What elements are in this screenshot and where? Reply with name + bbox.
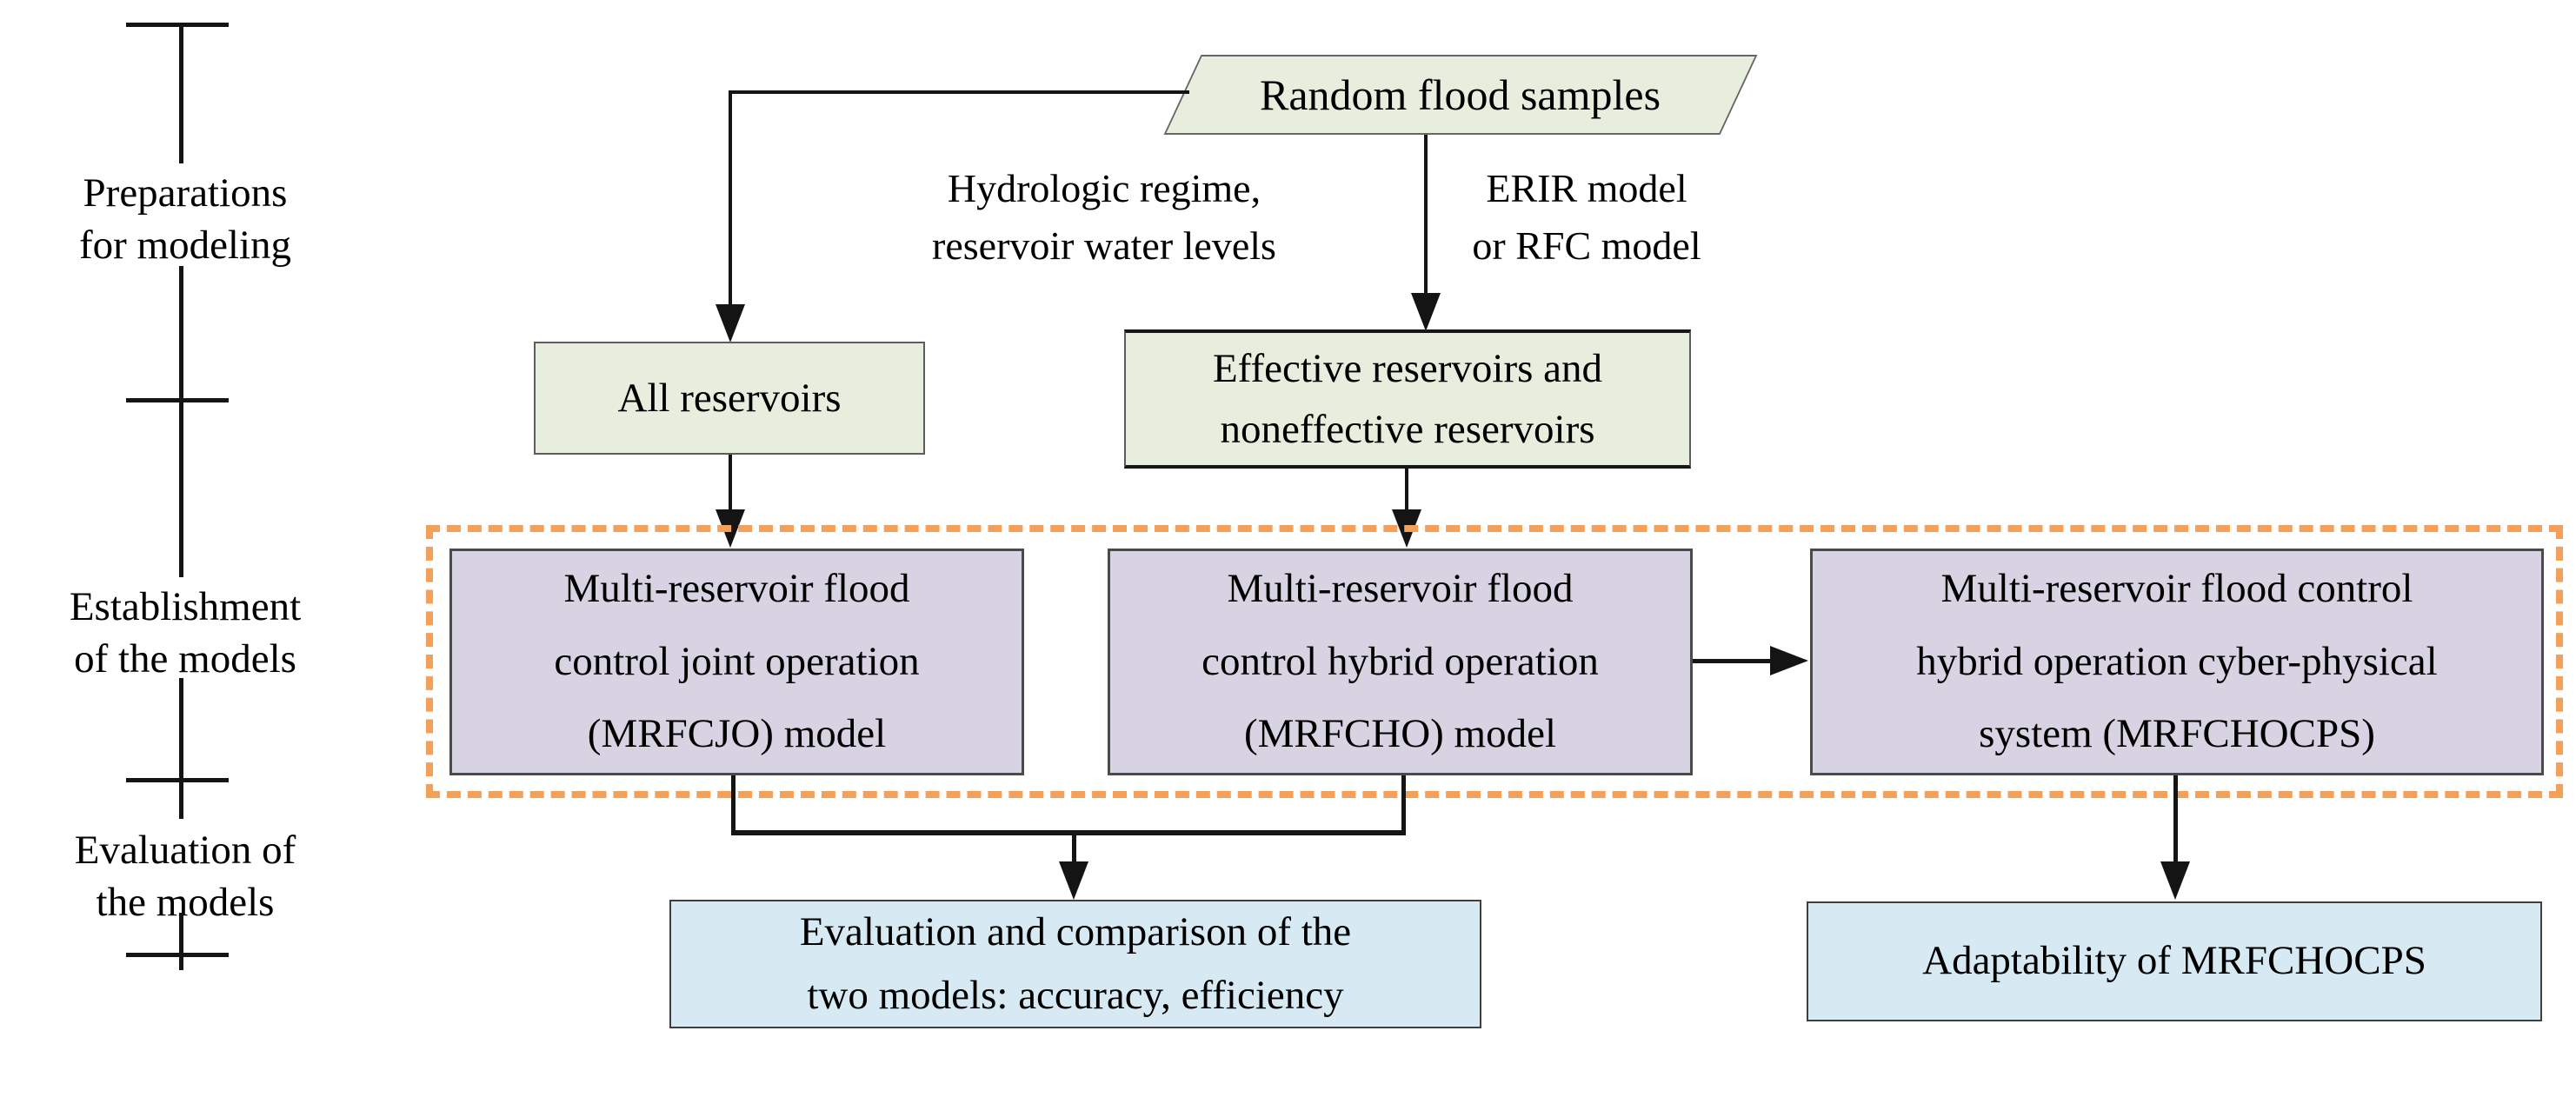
node-adaptability: Adaptability of MRFCHOCPS [1807, 901, 2542, 1021]
edge-label-line: ERIR model [1486, 166, 1687, 210]
node-label-line: hybrid operation cyber-physical [1916, 638, 2438, 684]
stage-label-line: Establishment [69, 584, 302, 629]
node-label-line: Multi-reservoir flood [1227, 566, 1574, 612]
node-label-line: two models: accuracy, efficiency [807, 973, 1344, 1018]
timeline-cap-top [126, 23, 229, 27]
node-random-flood-samples: Random flood samples [1163, 55, 1758, 135]
connector-mrfcho-to-mrfchocps [1693, 659, 1774, 663]
node-effective-reservoirs: Effective reservoirs and noneffective re… [1124, 329, 1691, 469]
timeline-cap-bottom [126, 953, 229, 957]
stage-label-preparations: Preparations for modeling [3, 167, 368, 271]
connector-effective-to-mrfcho [1405, 469, 1408, 511]
timeline-tick [126, 398, 229, 402]
models-dashed-frame [426, 525, 2563, 798]
connector-merge-drop [1072, 835, 1076, 863]
node-label-line: Evaluation and comparison of the [799, 908, 1352, 954]
edge-label-erir: ERIR model or RFC model [1408, 160, 1765, 275]
connector-mrfcjo-down [731, 775, 736, 835]
node-label-line: Effective reservoirs and [1212, 345, 1603, 391]
node-label-line: control joint operation [554, 638, 920, 684]
node-label: All reservoirs [617, 375, 842, 421]
connector-samples-to-effective [1424, 135, 1428, 293]
node-label-line: Multi-reservoir flood [563, 566, 910, 612]
edge-label-line: Hydrologic regime, [947, 166, 1261, 210]
connector-mrfcho-down [1401, 775, 1406, 835]
edge-label-line: reservoir water levels [932, 223, 1276, 268]
arrowhead-into-adaptability [2160, 861, 2190, 900]
timeline-segment [179, 678, 183, 819]
stage-label-line: for modeling [78, 223, 292, 268]
timeline-segment [179, 23, 183, 163]
stage-label-line: of the models [74, 636, 296, 682]
stage-label-line: Evaluation of [74, 828, 296, 873]
connector-samples-to-all-horizontal [729, 90, 1189, 94]
connector-samples-to-all-vertical [729, 90, 732, 306]
edge-label-line: or RFC model [1472, 223, 1701, 268]
stage-label-evaluation: Evaluation of the models [3, 824, 368, 928]
arrowhead-into-evaluation [1059, 861, 1088, 900]
stage-label-line: Preparations [83, 170, 288, 216]
connector-merge-horizontal [731, 830, 1406, 835]
edge-label-hydrologic: Hydrologic regime, reservoir water level… [835, 160, 1374, 275]
connector-all-to-mrfcjo [729, 455, 732, 511]
arrowhead-into-effective-reservoirs [1411, 293, 1441, 331]
node-evaluation-comparison: Evaluation and comparison of the two mod… [669, 900, 1481, 1028]
node-all-reservoirs: All reservoirs [534, 342, 925, 455]
arrowhead-into-mrfchocps [1770, 646, 1808, 675]
node-mrfchocps: Multi-reservoir flood control hybrid ope… [1810, 549, 2544, 775]
node-label-line: noneffective reservoirs [1220, 407, 1595, 452]
node-label: Adaptability of MRFCHOCPS [1922, 938, 2426, 984]
node-label-line: system (MRFCHOCPS) [1979, 711, 2375, 757]
timeline-tick [126, 778, 229, 782]
node-label-line: Multi-reservoir flood control [1940, 566, 2413, 612]
node-label-line: (MRFCJO) model [587, 711, 887, 757]
node-mrfcjo: Multi-reservoir flood control joint oper… [449, 549, 1024, 775]
stage-label-establishment: Establishment of the models [3, 581, 368, 685]
timeline-segment [179, 913, 183, 970]
node-label-line: control hybrid operation [1201, 638, 1599, 684]
connector-mrfchocps-down [2173, 775, 2178, 863]
node-mrfcho: Multi-reservoir flood control hybrid ope… [1108, 549, 1693, 775]
node-label-line: (MRFCHO) model [1243, 711, 1557, 757]
timeline-segment [179, 266, 183, 577]
arrowhead-into-all-reservoirs [716, 304, 745, 343]
node-label: Random flood samples [1260, 70, 1661, 119]
stage-label-line: the models [96, 880, 275, 925]
